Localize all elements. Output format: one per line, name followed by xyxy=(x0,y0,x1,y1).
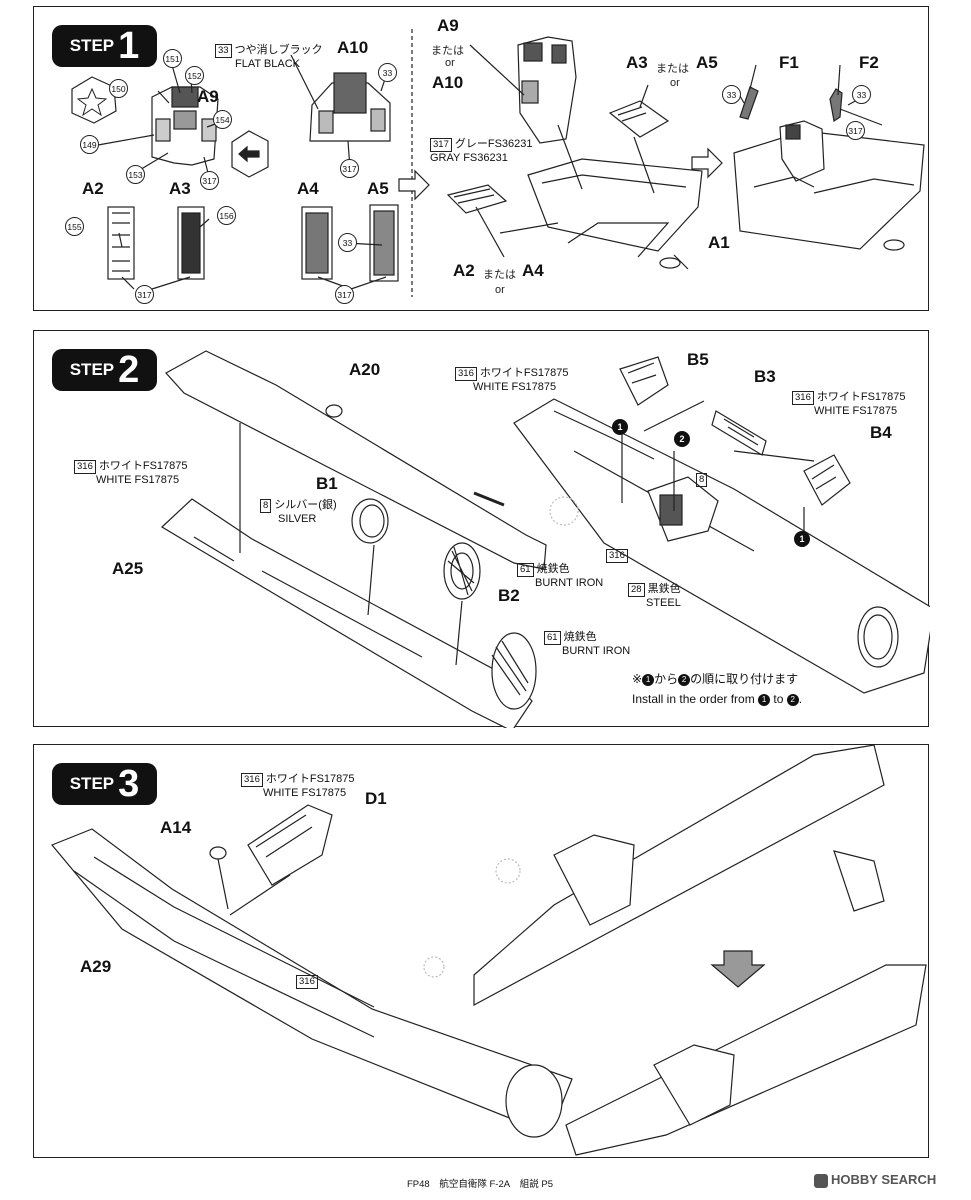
order-marker-1: 1 xyxy=(617,422,622,432)
step-1-panel: STEP 1 xyxy=(33,6,929,311)
callout-153: 153 xyxy=(126,165,145,184)
watermark-logo: HOBBY SEARCH xyxy=(814,1172,936,1188)
step-number: 2 xyxy=(118,349,140,391)
part-label-a4: A4 xyxy=(297,179,319,198)
or-text-jp: または xyxy=(656,63,689,75)
callout-154: 154 xyxy=(213,110,232,129)
callout-33: 33 xyxy=(722,85,741,104)
or-text-en: or xyxy=(670,77,680,89)
page-footer: FP48 航空自衛隊 F-2A 組説 P5 xyxy=(407,1176,560,1190)
footer-code: FP48 xyxy=(407,1179,430,1190)
footer-page: 組説 P5 xyxy=(519,1179,553,1190)
step-1-badge: STEP 1 xyxy=(52,25,157,67)
callout-155: 155 xyxy=(65,217,84,236)
step-word: STEP xyxy=(69,360,115,379)
callout-317: 317 xyxy=(340,159,359,178)
part-label-a3-alt: A3 xyxy=(626,53,648,72)
callout-156: 156 xyxy=(217,206,236,225)
part-label-a5-alt: A5 xyxy=(696,53,718,72)
step-2-illustration: 1 2 1 xyxy=(161,350,930,728)
part-label-a25: A25 xyxy=(112,559,144,578)
callout-317: 317 xyxy=(135,285,154,304)
step-number: 1 xyxy=(118,25,140,67)
or-text-en: or xyxy=(495,284,505,296)
part-label-a14: A14 xyxy=(160,818,192,837)
or-text-en: or xyxy=(445,57,455,69)
part-label-a5: A5 xyxy=(367,179,389,198)
part-label-a20: A20 xyxy=(349,360,381,379)
step-word: STEP xyxy=(69,36,115,55)
paint-code-316: 316 xyxy=(296,975,321,989)
callout-317: 317 xyxy=(846,121,865,140)
part-label-a4-alt: A4 xyxy=(522,261,544,280)
or-text-jp: または xyxy=(483,269,516,281)
part-label-b2: B2 xyxy=(498,586,520,605)
callout-33: 33 xyxy=(338,233,357,252)
part-label-a2: A2 xyxy=(82,179,104,198)
part-label-a1: A1 xyxy=(708,233,730,252)
part-label-a3: A3 xyxy=(169,179,191,198)
step-3-badge: STEP 3 xyxy=(52,763,157,805)
paint-code-316: 316 xyxy=(606,549,631,563)
part-label-b1: B1 xyxy=(316,474,338,493)
step-word: STEP xyxy=(69,774,115,793)
part-label-f1: F1 xyxy=(779,53,799,72)
step-number: 3 xyxy=(118,763,140,805)
step-3-illustration xyxy=(51,745,927,1156)
callout-33: 33 xyxy=(378,63,397,82)
callout-150: 150 xyxy=(109,79,128,98)
step-3-panel: STEP 3 A14 D1 A xyxy=(33,744,929,1158)
order-marker-1: 1 xyxy=(799,534,804,544)
part-label-d1: D1 xyxy=(365,789,387,808)
step-1-illustration xyxy=(71,29,925,297)
part-label-f2: F2 xyxy=(859,53,879,72)
callout-149: 149 xyxy=(80,135,99,154)
part-label-b3: B3 xyxy=(754,367,776,386)
part-label-a29: A29 xyxy=(80,957,112,976)
callout-317: 317 xyxy=(200,171,219,190)
part-label-a2-alt: A2 xyxy=(453,261,475,280)
part-label-b5: B5 xyxy=(687,350,709,369)
part-label-a10: A10 xyxy=(337,38,369,57)
step-2-panel: STEP 2 xyxy=(33,330,930,728)
paint-code-8: 8 xyxy=(696,473,710,487)
part-label-b4: B4 xyxy=(870,423,892,442)
callout-152: 152 xyxy=(185,66,204,85)
hobby-search-logo-icon xyxy=(814,1173,828,1188)
step-2-badge: STEP 2 xyxy=(52,349,157,391)
callout-317: 317 xyxy=(335,285,354,304)
or-text-jp: または xyxy=(431,45,464,57)
callout-33: 33 xyxy=(852,85,871,104)
order-marker-2: 2 xyxy=(679,434,684,444)
top-edge-line xyxy=(0,0,971,12)
part-label-a9-alt: A9 xyxy=(437,16,459,35)
footer-title: 航空自衛隊 F-2A xyxy=(439,1179,511,1190)
callout-151: 151 xyxy=(163,49,182,68)
part-label-a9: A9 xyxy=(197,87,219,106)
part-label-a10-alt: A10 xyxy=(432,73,464,92)
